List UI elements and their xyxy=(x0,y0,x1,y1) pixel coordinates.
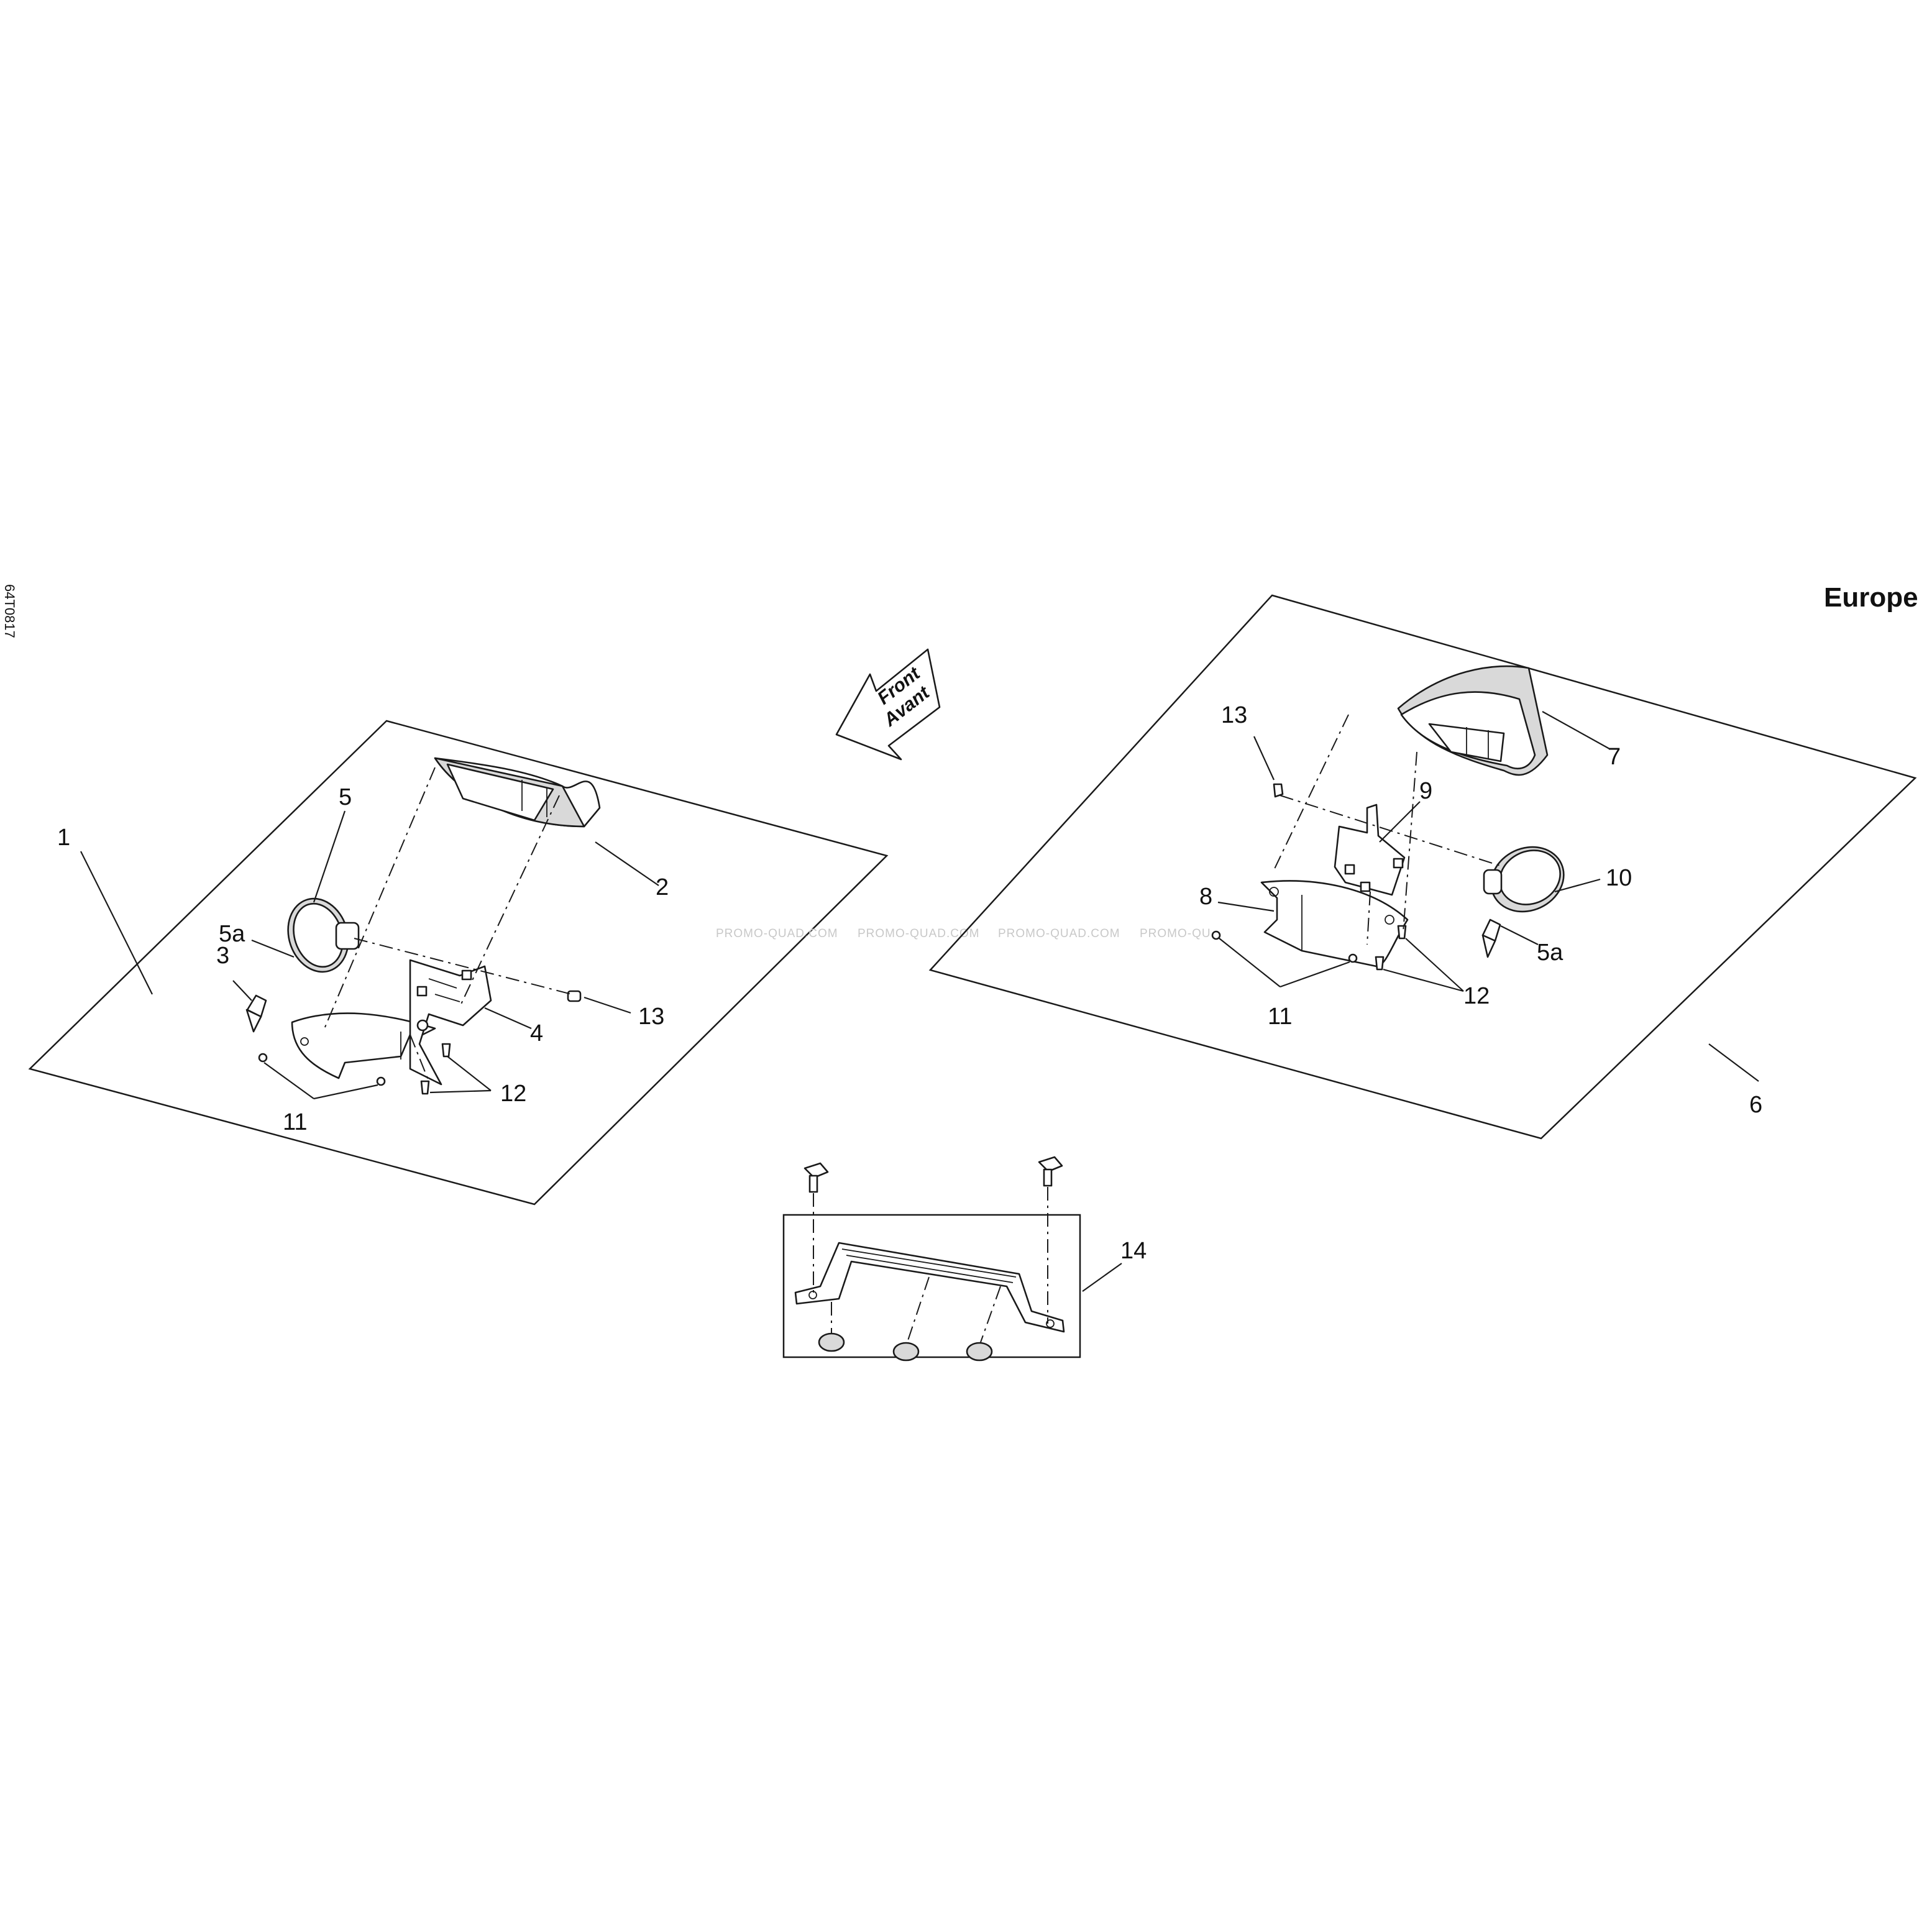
callout-13-right: 13 xyxy=(1221,702,1247,728)
mounting-bolts xyxy=(803,1156,1063,1193)
callout-9: 9 xyxy=(1419,778,1432,804)
right-bracket-part xyxy=(1334,803,1406,896)
left-bracket-part xyxy=(409,959,492,1086)
left-bulb-part xyxy=(245,994,267,1033)
bottom-kit: 14 xyxy=(782,1156,1147,1362)
bottom-kit-frame xyxy=(782,1214,1081,1358)
callout-12: 12 xyxy=(500,1081,526,1107)
callout-1: 1 xyxy=(57,825,70,851)
left-assembly: 1 2 3 4 5 5a 11 12 13 xyxy=(28,720,889,1206)
watermark-1: PROMO-QUAD.COM xyxy=(716,927,838,940)
right-kit-plate xyxy=(928,594,1917,1140)
left-lamp-part xyxy=(287,897,360,973)
callout-5a-right: 5a xyxy=(1537,940,1563,966)
callout-4: 4 xyxy=(530,1020,543,1046)
callout-14: 14 xyxy=(1120,1238,1147,1264)
right-assembly: 6 7 8 9 10 5a 11 12 13 xyxy=(928,594,1917,1140)
mounting-bar-part xyxy=(794,1242,1065,1333)
right-housing-part xyxy=(1397,665,1549,776)
callout-2: 2 xyxy=(656,874,669,900)
right-lamp-part xyxy=(1483,846,1565,913)
callout-11-right: 11 xyxy=(1268,1004,1292,1030)
right-fasteners xyxy=(1211,783,1407,971)
region-label: Europe xyxy=(1824,582,1918,613)
left-cover-part xyxy=(291,1012,436,1079)
watermark: PROMO-QUAD.COM PROMO-QUAD.COM PROMO-QUAD… xyxy=(716,927,1211,940)
watermark-4: PROMO-QU xyxy=(1140,927,1211,940)
drawing-code: 64T0817 xyxy=(2,584,17,638)
callout-7: 7 xyxy=(1608,744,1621,770)
callout-3: 3 xyxy=(216,943,229,969)
grommets xyxy=(818,1332,993,1362)
callout-11: 11 xyxy=(283,1109,307,1135)
watermark-2: PROMO-QUAD.COM xyxy=(858,927,980,940)
front-direction-arrow: Front Avant xyxy=(835,648,941,761)
callout-5a: 5a xyxy=(219,921,245,947)
left-fasteners xyxy=(258,990,582,1095)
callout-5: 5 xyxy=(339,784,352,810)
left-kit-plate xyxy=(28,720,889,1206)
callout-12-right: 12 xyxy=(1463,983,1490,1009)
watermark-3: PROMO-QUAD.COM xyxy=(998,927,1120,940)
callout-10: 10 xyxy=(1606,865,1632,891)
callout-8: 8 xyxy=(1199,884,1212,910)
callout-6: 6 xyxy=(1749,1092,1762,1118)
left-housing-part xyxy=(434,757,601,828)
callout-13: 13 xyxy=(638,1004,664,1030)
right-bulb-part xyxy=(1481,918,1501,958)
